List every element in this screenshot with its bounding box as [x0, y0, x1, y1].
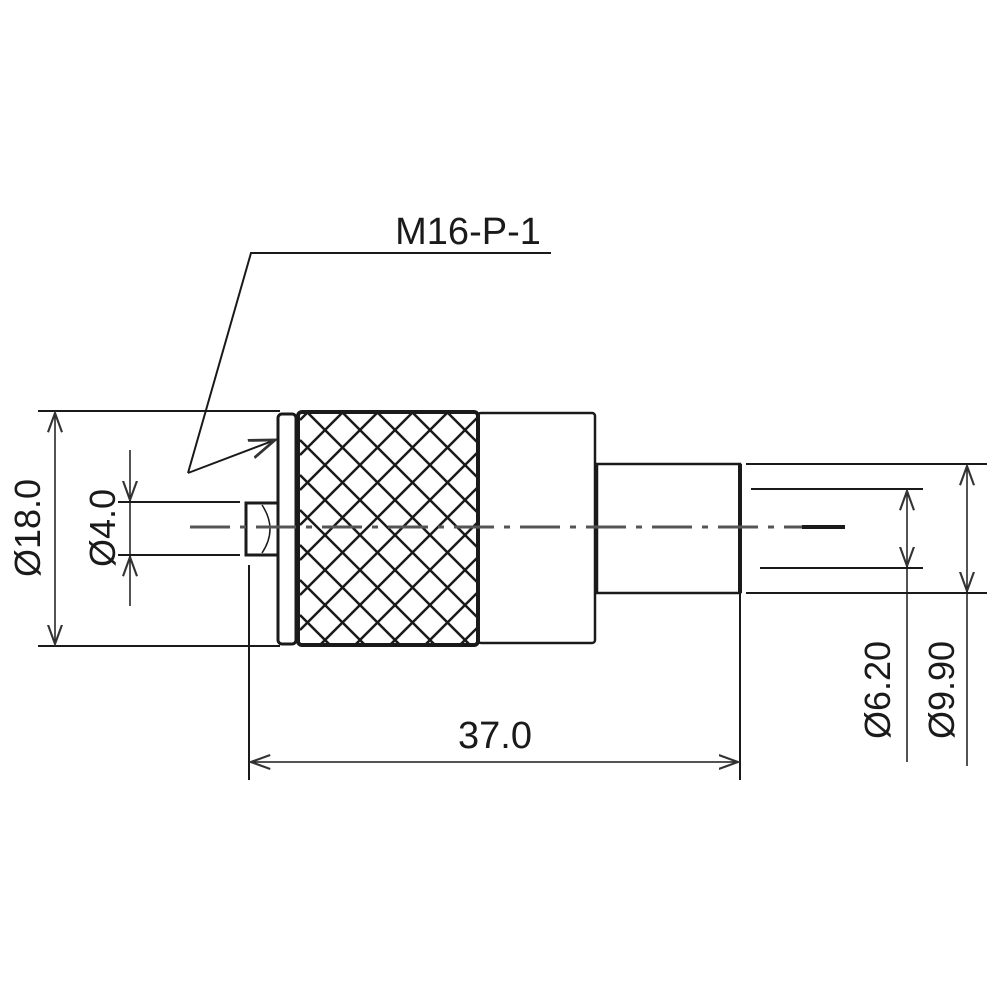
part-label-leader — [187, 252, 551, 474]
dim-tip-diameter: Ø4.0 — [82, 489, 123, 567]
ext-lines-tip — [118, 501, 240, 556]
dim-overall-length: 37.0 — [458, 715, 532, 757]
dim-shaft-outer-diameter: Ø9.90 — [921, 641, 962, 739]
dim-outer-diameter: Ø18.0 — [7, 479, 48, 577]
tip — [244, 501, 280, 557]
ext-lines-shaft — [746, 463, 987, 594]
part-label: M16-P-1 — [395, 211, 541, 253]
ext-lines-length — [248, 565, 741, 780]
dim-shaft-inner-diameter: Ø6.20 — [857, 641, 898, 739]
ext-lines-outer — [38, 410, 280, 647]
flange — [276, 412, 298, 646]
